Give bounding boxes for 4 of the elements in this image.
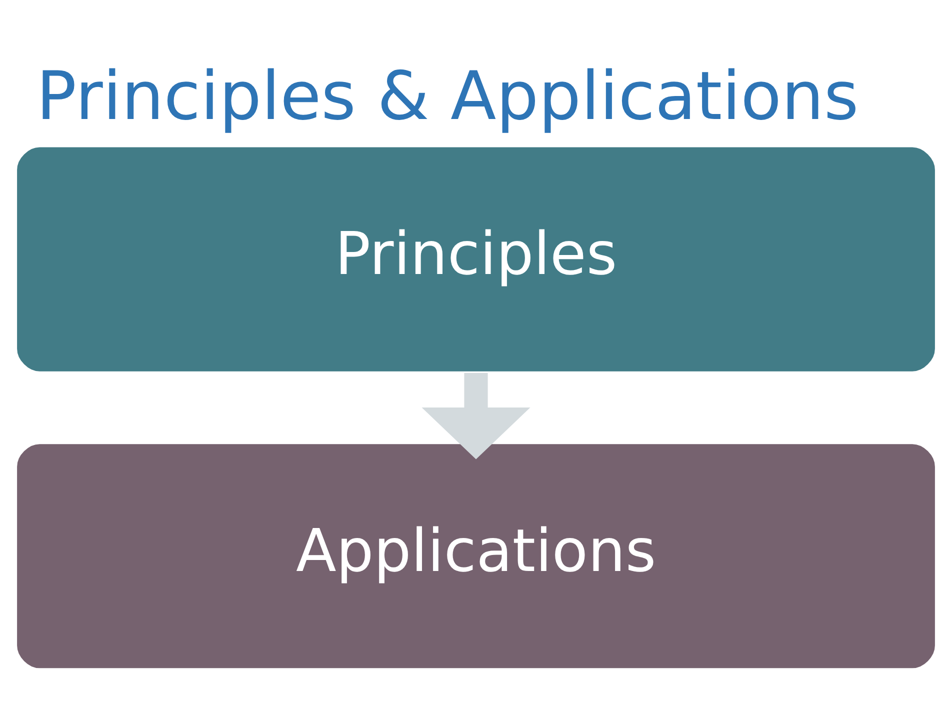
node-box: Applications bbox=[15, 442, 937, 670]
node-box: Principles bbox=[15, 144, 937, 373]
arrow bbox=[422, 372, 530, 459]
diagram-title: Principles & Applications bbox=[36, 56, 859, 135]
